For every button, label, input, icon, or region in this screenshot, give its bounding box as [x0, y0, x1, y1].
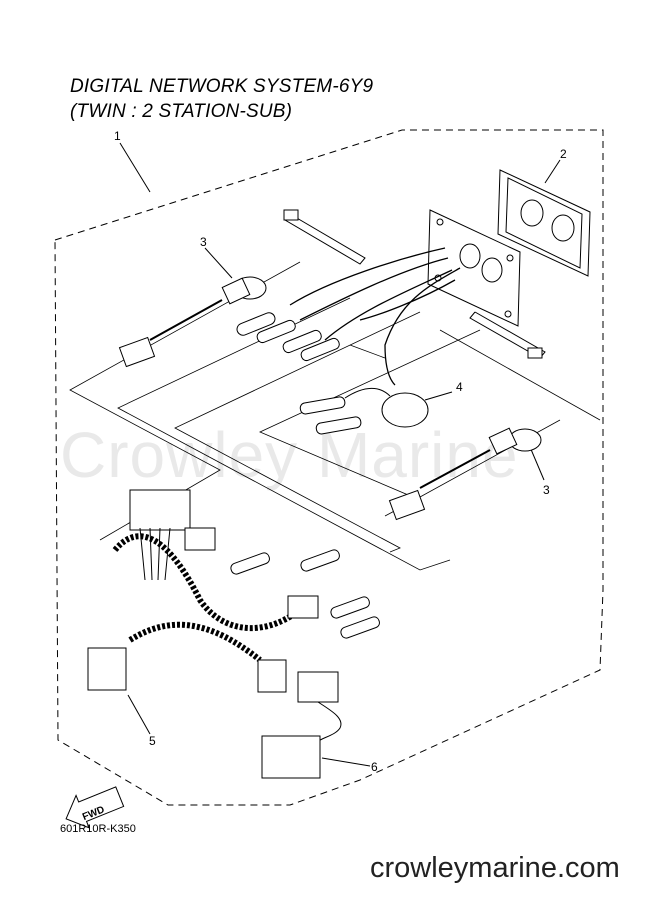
callout-5: 5: [149, 734, 156, 748]
callout-3-right: 3: [543, 483, 550, 497]
main-harness: [87, 489, 380, 693]
diagram-subtitle: (TWIN : 2 STATION-SUB): [70, 101, 293, 122]
network-cable-left: [118, 276, 340, 368]
mounting-plate: [427, 209, 521, 327]
sub-harness: [289, 247, 461, 386]
network-cable-right: [388, 427, 542, 521]
cable-tie-top: [283, 209, 366, 265]
fwd-arrow-icon: [65, 786, 125, 829]
callout-6: 6: [371, 760, 378, 774]
diagram-code: 601R10R-K350: [60, 823, 136, 835]
footer-website: crowleymarine.com: [370, 852, 620, 884]
diagram-title: DIGITAL NETWORK SYSTEM-6Y9: [70, 76, 374, 97]
panel-cover: [497, 169, 591, 277]
watermark-text: Crowley Marine: [60, 419, 519, 491]
terminator: [299, 387, 429, 435]
callout-2: 2: [560, 147, 567, 161]
callout-3-left: 3: [200, 235, 207, 249]
cable-tie-bottom: [469, 311, 546, 359]
assembly-boundary: [54, 129, 604, 806]
interface-module: [261, 671, 342, 779]
callout-1: 1: [114, 129, 121, 143]
callout-4: 4: [456, 380, 463, 394]
